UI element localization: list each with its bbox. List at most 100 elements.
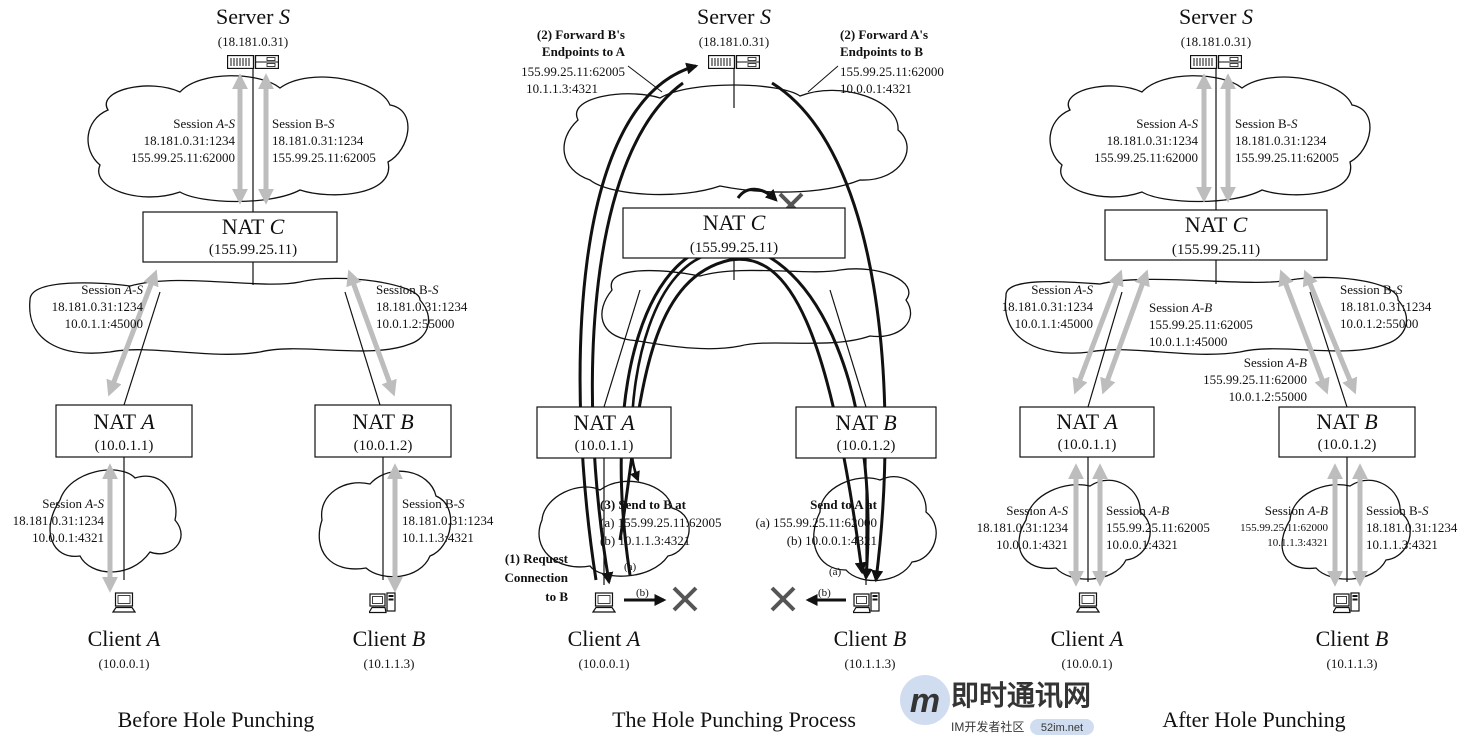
computer-icon xyxy=(112,592,136,613)
nat-c-box xyxy=(1104,209,1328,261)
svg-text:155.99.25.11:62005: 155.99.25.11:62005 xyxy=(1149,317,1253,332)
server-ip: (18.181.0.31) xyxy=(218,34,288,49)
watermark-site: 52im.net xyxy=(1041,722,1083,734)
client-b-label: Client B xyxy=(353,626,426,651)
svg-text:Session A-S: Session A-S xyxy=(1136,116,1198,131)
svg-text:18.181.0.31:1234: 18.181.0.31:1234 xyxy=(1002,299,1094,314)
client-a-ip: (10.0.0.1) xyxy=(579,656,630,671)
client-a-ip: (10.0.0.1) xyxy=(1062,656,1113,671)
svg-text:10.0.0.1:4321: 10.0.0.1:4321 xyxy=(996,537,1068,552)
svg-text:18.181.0.31:1234: 18.181.0.31:1234 xyxy=(272,133,364,148)
svg-text:Endpoints to A: Endpoints to A xyxy=(542,44,626,59)
svg-text:(2) Forward A's: (2) Forward A's xyxy=(840,27,928,42)
svg-text:(2) Forward B's: (2) Forward B's xyxy=(537,27,625,42)
svg-text:(b) 10.0.0.1:4321: (b) 10.0.0.1:4321 xyxy=(787,533,877,548)
path-tag: (b) xyxy=(818,587,831,599)
svg-text:18.181.0.31:1234: 18.181.0.31:1234 xyxy=(1107,133,1199,148)
leader-line xyxy=(627,65,663,93)
server-label: Server S xyxy=(216,4,290,29)
session-arrow xyxy=(346,269,397,397)
computer-icon xyxy=(592,592,616,613)
nat-b-ip: (10.0.1.2) xyxy=(1318,437,1377,453)
svg-text:10.0.0.1:4321: 10.0.0.1:4321 xyxy=(840,81,912,96)
svg-text:Session B-S: Session B-S xyxy=(1366,503,1429,518)
step-label: Send to A at (a) 155.99.25.11:62000 (b) … xyxy=(755,497,877,548)
watermark-site-badge xyxy=(1030,719,1094,735)
nat-a-box xyxy=(1019,406,1155,458)
computer-icon xyxy=(853,592,880,614)
svg-text:Session A-B: Session A-B xyxy=(1265,503,1328,518)
session-arrow xyxy=(106,269,159,397)
svg-text:155.99.25.11:62000: 155.99.25.11:62000 xyxy=(840,64,944,79)
client-a-label: Client A xyxy=(1051,626,1124,651)
leader-line xyxy=(807,65,839,93)
computer-icon xyxy=(369,592,396,614)
svg-text:Session B-S: Session B-S xyxy=(402,496,465,511)
watermark-logo-icon xyxy=(900,675,950,725)
path-tag: (a) xyxy=(829,566,842,578)
nat-b-label: NAT B xyxy=(835,410,896,435)
session-label: Session B-S 18.181.0.31:1234 155.99.25.1… xyxy=(272,116,376,165)
svg-text:10.0.1.2:55000: 10.0.1.2:55000 xyxy=(376,316,454,331)
session-label: Session A-B 155.99.25.11:62005 10.0.0.1:… xyxy=(1106,503,1210,552)
svg-text:(3) Send to B at: (3) Send to B at xyxy=(600,497,687,512)
step-label: (2) Forward A's Endpoints to B 155.99.25… xyxy=(840,27,944,96)
panel-caption: After Hole Punching xyxy=(1162,707,1345,732)
svg-text:18.181.0.31:1234: 18.181.0.31:1234 xyxy=(1235,133,1327,148)
server-icon xyxy=(708,55,760,69)
nat-b-ip: (10.0.1.2) xyxy=(354,438,413,454)
svg-text:18.181.0.31:1234: 18.181.0.31:1234 xyxy=(1340,299,1432,314)
nat-c-label: NAT C xyxy=(1185,212,1248,237)
session-label: Session A-B 155.99.25.11:62000 10.1.1.3:… xyxy=(1240,503,1328,549)
session-label: Session A-S 18.181.0.31:1234 155.99.25.1… xyxy=(131,116,235,165)
svg-text:(a) 155.99.25.11:62000: (a) 155.99.25.11:62000 xyxy=(755,515,877,530)
client-b-label: Client B xyxy=(1316,626,1389,651)
svg-text:Session A-S: Session A-S xyxy=(42,496,104,511)
nat-b-box xyxy=(795,406,937,459)
svg-text:18.181.0.31:1234: 18.181.0.31:1234 xyxy=(977,520,1069,535)
path-tag: (a) xyxy=(624,561,637,573)
session-label: Session B-S 18.181.0.31:1234 10.0.1.2:55… xyxy=(1340,282,1432,331)
svg-text:155.99.25.11:62005: 155.99.25.11:62005 xyxy=(272,150,376,165)
svg-text:10.0.1.1:45000: 10.0.1.1:45000 xyxy=(65,316,143,331)
client-a-ip: (10.0.0.1) xyxy=(99,656,150,671)
client-b-ip: (10.1.1.3) xyxy=(845,656,896,671)
svg-text:18.181.0.31:1234: 18.181.0.31:1234 xyxy=(376,299,468,314)
svg-text:155.99.25.11:62000: 155.99.25.11:62000 xyxy=(131,150,235,165)
server-label: Server S xyxy=(1179,4,1253,29)
blocked-x-icon xyxy=(770,586,796,612)
svg-text:155.99.25.11:62005: 155.99.25.11:62005 xyxy=(1106,520,1210,535)
nat-a-ip: (10.0.1.1) xyxy=(95,438,154,454)
nat-a-label: NAT A xyxy=(1056,409,1118,434)
svg-text:10.0.0.1:4321: 10.0.0.1:4321 xyxy=(1106,537,1178,552)
nat-c-ip: (155.99.25.11) xyxy=(1172,242,1260,258)
nat-b-ip: (10.0.1.2) xyxy=(837,438,896,454)
server-label: Server S xyxy=(697,4,771,29)
panel-caption: Before Hole Punching xyxy=(118,707,315,732)
session-label: Session A-S 18.181.0.31:1234 10.0.0.1:43… xyxy=(13,496,105,545)
svg-text:Session A-B: Session A-B xyxy=(1106,503,1169,518)
nat-a-box xyxy=(55,404,193,458)
server-icon xyxy=(227,55,279,69)
nat-b-box xyxy=(314,404,452,458)
svg-text:18.181.0.31:1234: 18.181.0.31:1234 xyxy=(13,513,105,528)
svg-text:Send to A at: Send to A at xyxy=(810,497,877,512)
svg-text:to B: to B xyxy=(545,589,568,604)
svg-text:18.181.0.31:1234: 18.181.0.31:1234 xyxy=(144,133,236,148)
nat-b-box xyxy=(1278,406,1416,458)
svg-text:10.1.1.3:4321: 10.1.1.3:4321 xyxy=(1267,537,1328,549)
nat-a-box xyxy=(536,406,672,459)
svg-text:Session A-B: Session A-B xyxy=(1149,300,1212,315)
session-label: Session A-B 155.99.25.11:62005 10.0.1.1:… xyxy=(1149,300,1253,349)
svg-text:m: m xyxy=(910,682,940,720)
session-label: Session A-S 18.181.0.31:1234 10.0.1.1:45… xyxy=(52,282,144,331)
nat-a-private-cloud xyxy=(538,480,690,577)
svg-text:Endpoints to B: Endpoints to B xyxy=(840,44,923,59)
step-label: (1) Request Connection to B xyxy=(504,551,568,604)
session-label: Session A-S 18.181.0.31:1234 155.99.25.1… xyxy=(1094,116,1198,165)
svg-text:Session B-S: Session B-S xyxy=(376,282,439,297)
svg-text:10.1.1.3:4321: 10.1.1.3:4321 xyxy=(1366,537,1438,552)
svg-text:18.181.0.31:1234: 18.181.0.31:1234 xyxy=(1366,520,1458,535)
watermark-subtitle: IM开发者社区 xyxy=(951,719,1024,734)
panel-before: Server S (18.181.0.31) NAT C (155.99.25.… xyxy=(13,4,494,732)
